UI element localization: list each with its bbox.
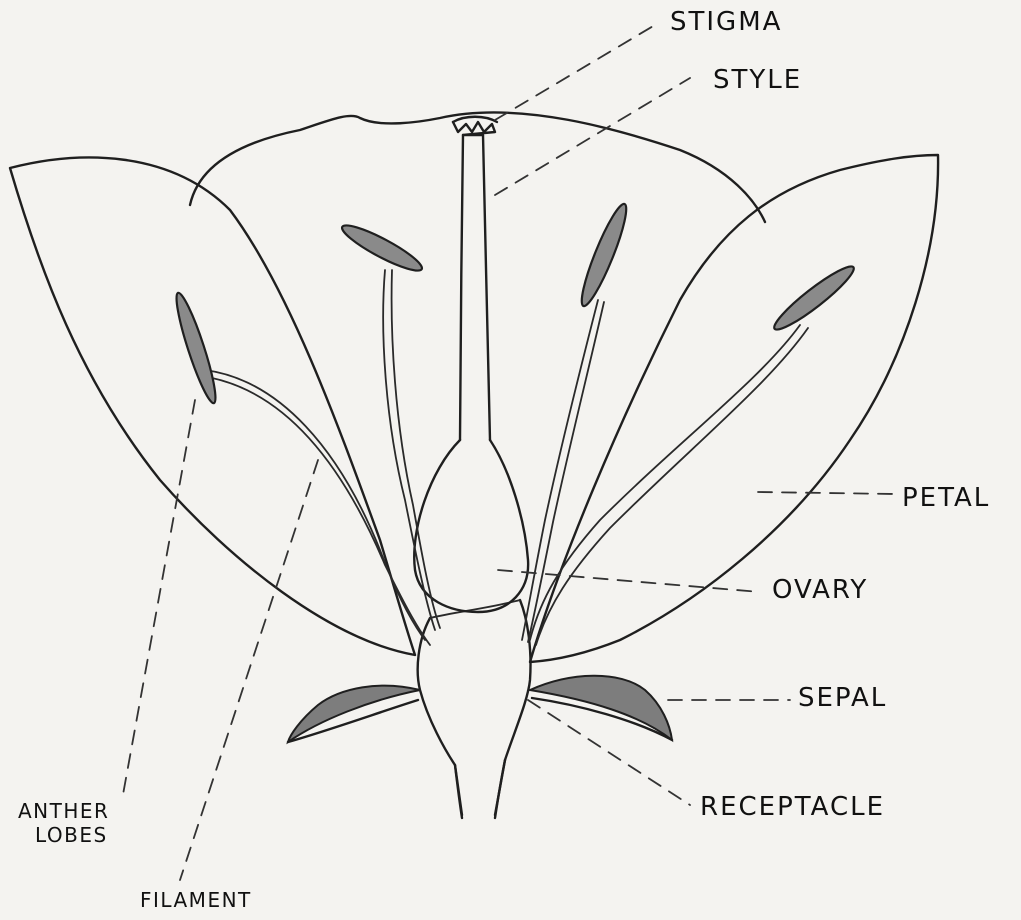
left-sepal — [288, 686, 420, 742]
label-petal: PETAL — [902, 483, 990, 513]
leader-stigma — [495, 22, 660, 120]
style — [460, 135, 490, 440]
back-petal — [190, 112, 765, 222]
leader-ovary — [498, 570, 760, 592]
filament-mid-right-2 — [528, 302, 604, 642]
anther-right — [769, 260, 859, 336]
label-stigma: STIGMA — [670, 7, 782, 37]
anther-left — [170, 290, 221, 405]
leader-anther-lobes — [122, 400, 195, 800]
anther-mid-right — [575, 201, 633, 310]
receptacle-base — [430, 600, 520, 618]
label-sepal: SEPAL — [798, 683, 887, 713]
stigma-top — [453, 117, 497, 122]
ovary — [414, 440, 528, 612]
label-filament: FILAMENT — [140, 888, 252, 912]
label-style: STYLE — [713, 65, 802, 95]
stem — [455, 760, 505, 818]
filament-left — [205, 370, 425, 640]
label-receptacle: RECEPTACLE — [700, 792, 885, 822]
stigma — [453, 122, 495, 135]
filament-right — [530, 325, 800, 640]
label-anther-lobes-line1: ANTHER — [18, 799, 109, 823]
label-ovary: OVARY — [772, 575, 868, 605]
filament-right-2 — [536, 328, 808, 645]
filament-mid-right — [522, 300, 598, 640]
anther-mid-left — [338, 219, 426, 277]
leader-petal — [758, 492, 895, 494]
label-anther-lobes-line2: LOBES — [35, 823, 108, 847]
leader-style — [495, 78, 690, 195]
receptacle — [418, 600, 531, 815]
filament-left-2 — [212, 378, 430, 645]
